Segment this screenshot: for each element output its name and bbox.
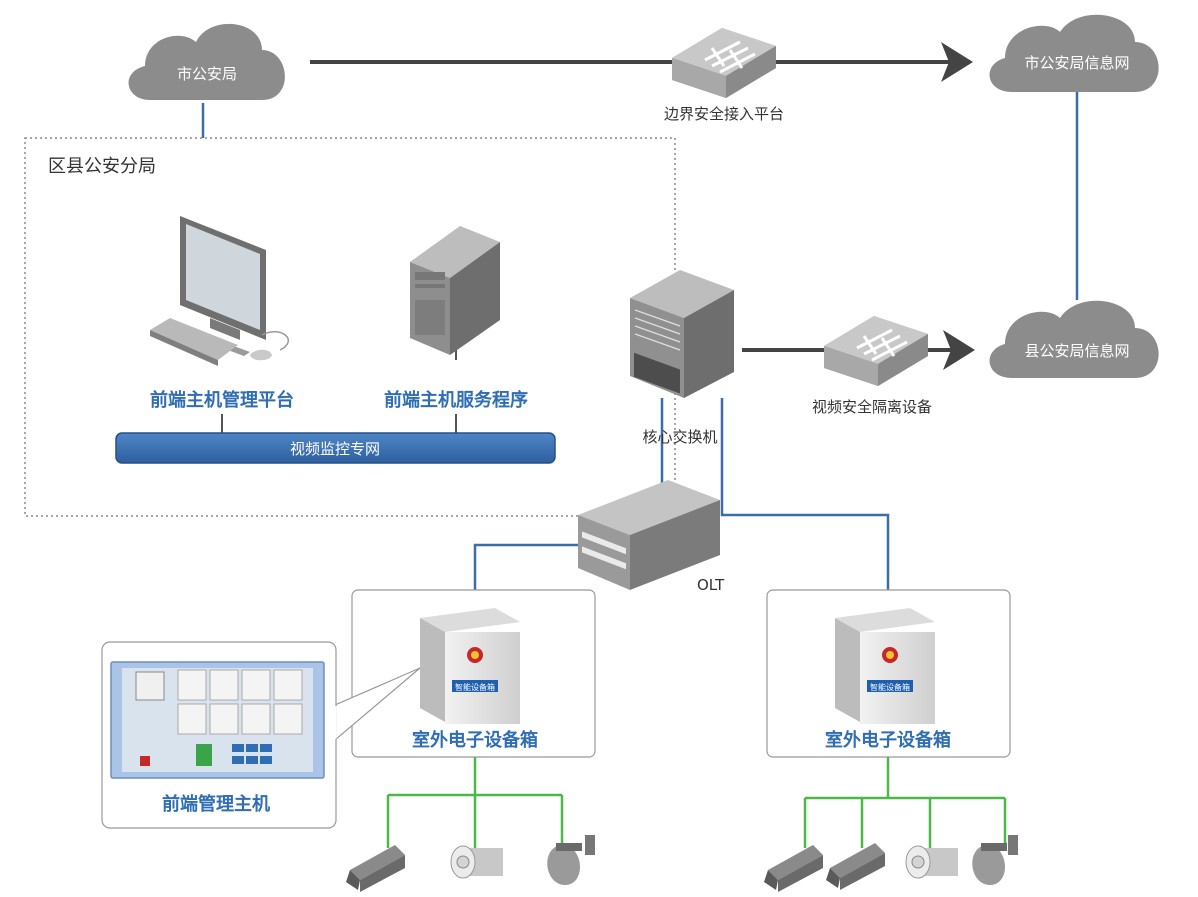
box-camera-icon [450,845,503,879]
left-box-badge: 智能设备箱 [455,682,495,692]
cloud-county-info-net: 县公安局信息网 [989,300,1159,378]
bullet-camera-icon [826,843,885,890]
bullet-camera-icon [346,845,405,892]
tower-server-icon [410,226,500,355]
connections [201,42,1079,848]
region-boundary [24,137,676,517]
brick-icon [704,40,756,74]
bullet-camera-icon [764,845,823,892]
cloud-city-info-net-label: 市公安局信息网 [1024,54,1129,72]
right-cabinet-icon: 智能设备箱 [835,608,935,724]
right-box-label: 室外电子设备箱 [825,729,951,751]
left-cabinet-icon: 智能设备箱 [420,608,520,724]
video-isolation-label: 视频安全隔离设备 [812,398,932,416]
mgmt-platform-label: 前端主机管理平台 [150,389,294,411]
border-platform-device [672,28,776,98]
cloud-city-info-net: 市公安局信息网 [989,14,1159,93]
dome-camera-icon [547,835,595,885]
desktop-computer-icon [150,216,289,366]
core-switch-label: 核心交换机 [642,428,717,446]
left-box-label: 室外电子设备箱 [412,729,538,751]
region-title: 区县公安分局 [48,156,156,177]
olt-label: OLT [697,576,725,594]
host-label: 前端管理主机 [162,793,270,815]
video-isolation-device [824,316,928,386]
video-net-label: 视频监控专网 [290,440,380,458]
border-platform-label: 边界安全接入平台 [664,105,784,123]
cloud-city-police-label: 市公安局 [177,65,237,83]
core-switch-device [630,270,734,398]
video-net-band: 视频监控专网 [115,432,556,464]
cloud-city-police: 市公安局 [128,23,285,100]
box-camera-icon [905,845,958,879]
host-panel-icon [110,661,325,779]
olt-device [578,480,720,590]
brick-icon [856,328,908,362]
cloud-county-info-net-label: 县公安局信息网 [1024,342,1129,360]
service-program-label: 前端主机服务程序 [384,389,528,411]
right-box-badge: 智能设备箱 [870,682,910,692]
dome-camera-icon [972,835,1018,885]
